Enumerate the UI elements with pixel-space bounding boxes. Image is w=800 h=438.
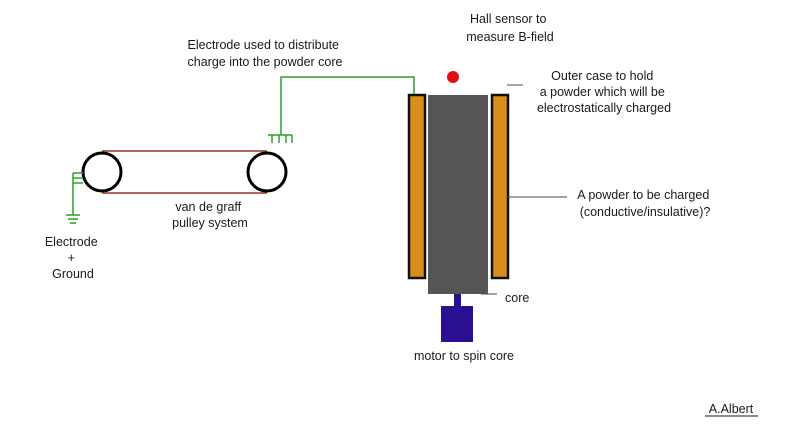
ground-electrode bbox=[66, 172, 83, 224]
outer-case-label: Outer case to hold a powder which will b… bbox=[537, 69, 671, 115]
outer-case-left-wall bbox=[407, 93, 427, 280]
right-pulley bbox=[246, 151, 288, 193]
van-de-graff-label: van de graff pulley system bbox=[172, 200, 248, 230]
motor-shaft bbox=[454, 294, 461, 306]
outer-case-right-wall bbox=[490, 93, 510, 280]
author-label: A.Albert bbox=[709, 402, 754, 416]
distribution-electrode-wire bbox=[268, 76, 415, 143]
motor bbox=[441, 306, 473, 342]
hall-sensor-label: Hall sensor to measure B-field bbox=[466, 12, 554, 44]
left-pulley bbox=[81, 151, 123, 193]
powder-core bbox=[428, 95, 488, 294]
van-de-graff-pulley-system bbox=[81, 150, 288, 194]
powder-label: A powder to be charged (conductive/insul… bbox=[577, 188, 713, 219]
motor-label: motor to spin core bbox=[414, 349, 514, 363]
core-label: core bbox=[505, 291, 529, 305]
electrode-distribute-label: Electrode used to distribute charge into… bbox=[188, 38, 343, 69]
hall-sensor bbox=[447, 71, 459, 83]
electrode-ground-label: Electrode + Ground bbox=[45, 235, 101, 281]
